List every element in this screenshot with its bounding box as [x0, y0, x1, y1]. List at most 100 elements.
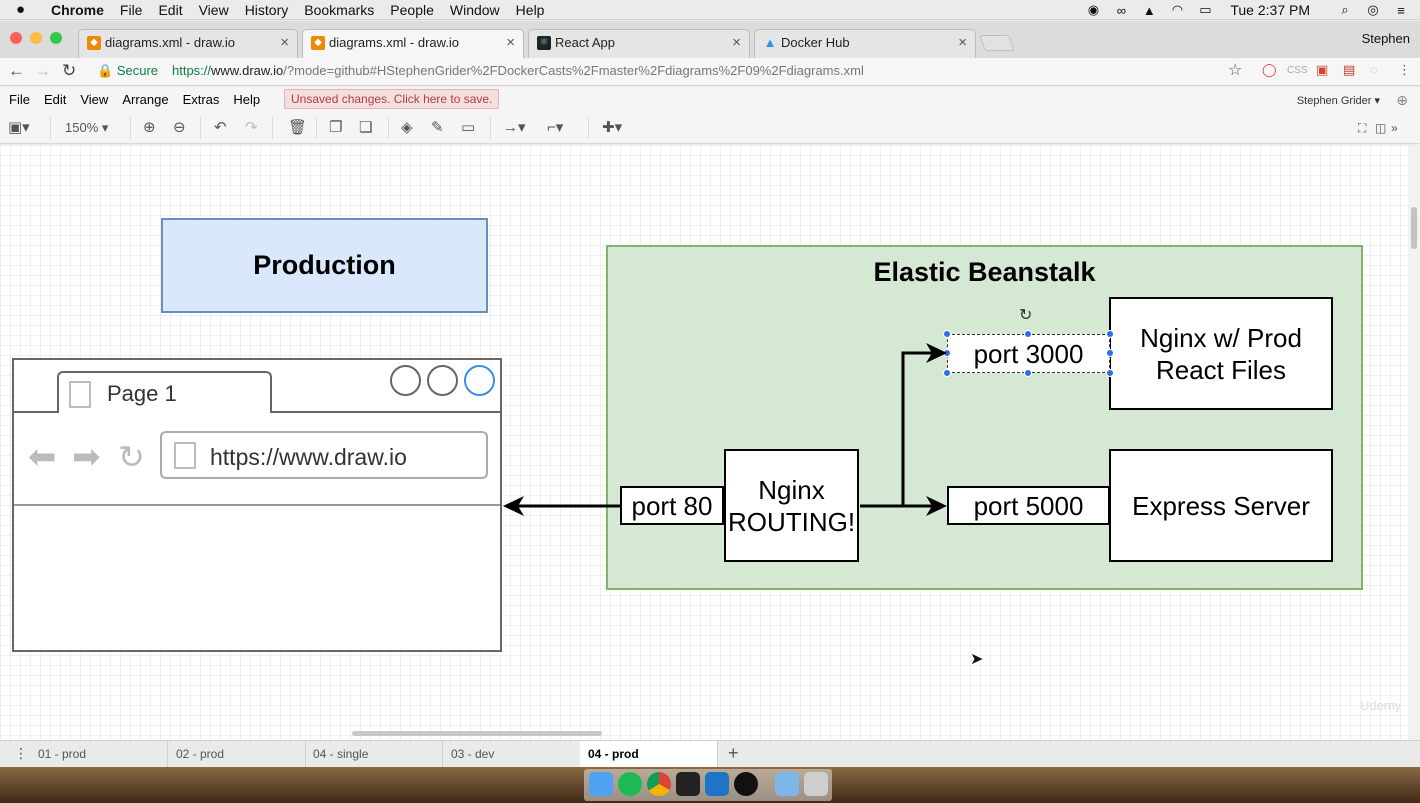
- address-bar-url[interactable]: https://www.draw.io/?mode=github#HStephe…: [172, 63, 864, 78]
- port-5000-box[interactable]: port 5000: [947, 486, 1110, 525]
- language-globe-icon[interactable]: ⊕: [1396, 92, 1408, 108]
- drawio-menu-help[interactable]: Help: [233, 92, 261, 107]
- drawio-menu-file[interactable]: File: [9, 92, 30, 107]
- chrome-menu-icon[interactable]: ⋮: [1398, 62, 1411, 77]
- red-extension-icon[interactable]: ▣: [1316, 62, 1329, 77]
- vertical-scrollbar[interactable]: [1408, 145, 1420, 740]
- mockup-url-field[interactable]: https://www.draw.io: [160, 431, 488, 479]
- selection-handle[interactable]: [1106, 349, 1114, 357]
- page-tab-04-prod[interactable]: 04 - prod: [580, 741, 718, 767]
- page-tab-03-dev[interactable]: 03 - dev: [443, 741, 581, 767]
- vertical-scroll-thumb[interactable]: [1411, 207, 1417, 249]
- chrome-icon[interactable]: [647, 772, 671, 796]
- terminal-icon[interactable]: [676, 772, 700, 796]
- selection-handle[interactable]: [943, 330, 951, 338]
- menu-clock[interactable]: Tue 2:37 PM: [1230, 2, 1310, 18]
- zoom-in-icon[interactable]: ⊕: [143, 119, 156, 136]
- delete-icon[interactable]: 🗑: [288, 119, 308, 136]
- tab-docker-hub[interactable]: ▲ Docker Hub ×: [754, 29, 976, 58]
- close-tab-icon[interactable]: ×: [732, 34, 741, 51]
- mac-menu-help[interactable]: Help: [515, 2, 545, 18]
- mac-menu-bookmarks[interactable]: Bookmarks: [304, 2, 375, 18]
- mac-menu-file[interactable]: File: [119, 2, 143, 18]
- back-icon[interactable]: ←: [8, 61, 25, 80]
- mockup-window-button[interactable]: [390, 365, 421, 396]
- page-tab-02-prod[interactable]: 02 - prod: [168, 741, 306, 767]
- fullscreen-icon[interactable]: ⛶: [1358, 121, 1367, 135]
- tab-drawio-1[interactable]: ◆ diagrams.xml - draw.io ×: [78, 29, 298, 58]
- express-server-box[interactable]: Express Server: [1109, 449, 1333, 562]
- siri-icon[interactable]: ◎: [1367, 2, 1379, 17]
- to-back-icon[interactable]: ❏: [359, 119, 373, 136]
- trash-icon[interactable]: [804, 772, 828, 796]
- close-window-button[interactable]: [10, 32, 22, 44]
- tab-drawio-2[interactable]: ◆ diagrams.xml - draw.io ×: [302, 29, 524, 58]
- selection-handle[interactable]: [1024, 369, 1032, 377]
- close-tab-icon[interactable]: ×: [280, 34, 289, 51]
- mac-menu-people[interactable]: People: [390, 2, 434, 18]
- bookmark-star-icon[interactable]: ☆: [1228, 62, 1243, 79]
- tab-react-app[interactable]: ⚛ React App ×: [528, 29, 750, 58]
- production-box[interactable]: Production: [161, 218, 488, 313]
- selection-handle[interactable]: [1106, 369, 1114, 377]
- zoom-dropdown[interactable]: 150% ▾: [65, 120, 109, 135]
- drawio-menu-extras[interactable]: Extras: [182, 92, 220, 107]
- format-panel-toggle-icon[interactable]: ▣▾: [8, 119, 30, 136]
- to-front-icon[interactable]: ❐: [329, 119, 343, 136]
- briefcase-extension-icon[interactable]: ▤: [1343, 62, 1356, 77]
- horizontal-scroll-thumb[interactable]: [352, 731, 602, 736]
- opera-extension-icon[interactable]: ◯: [1262, 62, 1277, 77]
- docker-whale-icon[interactable]: ▲: [1142, 2, 1156, 18]
- waypoints-icon[interactable]: ⌐▾: [547, 119, 564, 136]
- vscode-icon[interactable]: [705, 772, 729, 796]
- undo-icon[interactable]: ↶: [214, 119, 227, 136]
- sync-extension-icon[interactable]: ◌: [1370, 62, 1378, 77]
- redo-icon[interactable]: ↷: [245, 119, 258, 136]
- new-tab-button[interactable]: [979, 35, 1015, 51]
- connection-style-icon[interactable]: →▾: [503, 119, 526, 136]
- page-tab-04-single[interactable]: 04 - single: [305, 741, 443, 767]
- downloads-folder-icon[interactable]: [775, 772, 799, 796]
- close-tab-icon[interactable]: ×: [506, 34, 515, 51]
- apple-icon[interactable]: ●: [16, 1, 26, 18]
- mockup-window-button[interactable]: [427, 365, 458, 396]
- mockup-tab[interactable]: Page 1: [57, 371, 272, 413]
- diagram-canvas[interactable]: Production Elastic Beanstalk Nginx w/ Pr…: [0, 145, 1408, 740]
- user-account-menu[interactable]: Stephen Grider ▾: [1296, 95, 1380, 107]
- forward-icon[interactable]: →: [34, 61, 51, 80]
- selection-handle[interactable]: [1024, 330, 1032, 338]
- spotify-icon[interactable]: [618, 772, 642, 796]
- reload-icon[interactable]: ↻: [62, 61, 77, 80]
- css-extension-icon[interactable]: CSS: [1287, 65, 1308, 76]
- chrome-profile-name[interactable]: Stephen: [1361, 31, 1410, 46]
- spotlight-search-icon[interactable]: ⌕: [1341, 2, 1349, 17]
- line-color-icon[interactable]: ✎: [431, 119, 444, 136]
- finder-icon[interactable]: [589, 772, 613, 796]
- close-tab-icon[interactable]: ×: [958, 34, 967, 51]
- port-3000-box[interactable]: port 3000: [947, 334, 1110, 373]
- wifi-icon[interactable]: ◠: [1171, 2, 1184, 17]
- unsaved-changes-button[interactable]: Unsaved changes. Click here to save.: [284, 89, 500, 109]
- pages-menu-icon[interactable]: ⋮: [14, 745, 28, 761]
- drawio-menu-view[interactable]: View: [80, 92, 109, 107]
- insert-plus-icon[interactable]: ✚▾: [602, 119, 623, 136]
- status-app-icon[interactable]: ◉: [1087, 2, 1100, 17]
- selection-handle[interactable]: [943, 369, 951, 377]
- glasses-icon[interactable]: ∞: [1116, 2, 1126, 18]
- mac-menu-window[interactable]: Window: [449, 2, 500, 18]
- add-page-icon[interactable]: +: [728, 743, 739, 763]
- notification-center-icon[interactable]: ≡: [1397, 2, 1405, 18]
- minimize-window-button[interactable]: [30, 32, 42, 44]
- drawio-menu-edit[interactable]: Edit: [43, 92, 67, 107]
- secure-indicator[interactable]: 🔒 Secure: [97, 63, 159, 78]
- panel-toggle-icon[interactable]: ◫: [1375, 121, 1387, 135]
- mac-menu-view[interactable]: View: [198, 2, 229, 18]
- selection-handle[interactable]: [1106, 330, 1114, 338]
- mockup-window-button-active[interactable]: [464, 365, 495, 396]
- collapse-icon[interactable]: »: [1391, 121, 1398, 135]
- obs-icon[interactable]: [734, 772, 758, 796]
- rotate-handle-icon[interactable]: ↻: [1019, 307, 1033, 324]
- mac-menu-edit[interactable]: Edit: [158, 2, 183, 18]
